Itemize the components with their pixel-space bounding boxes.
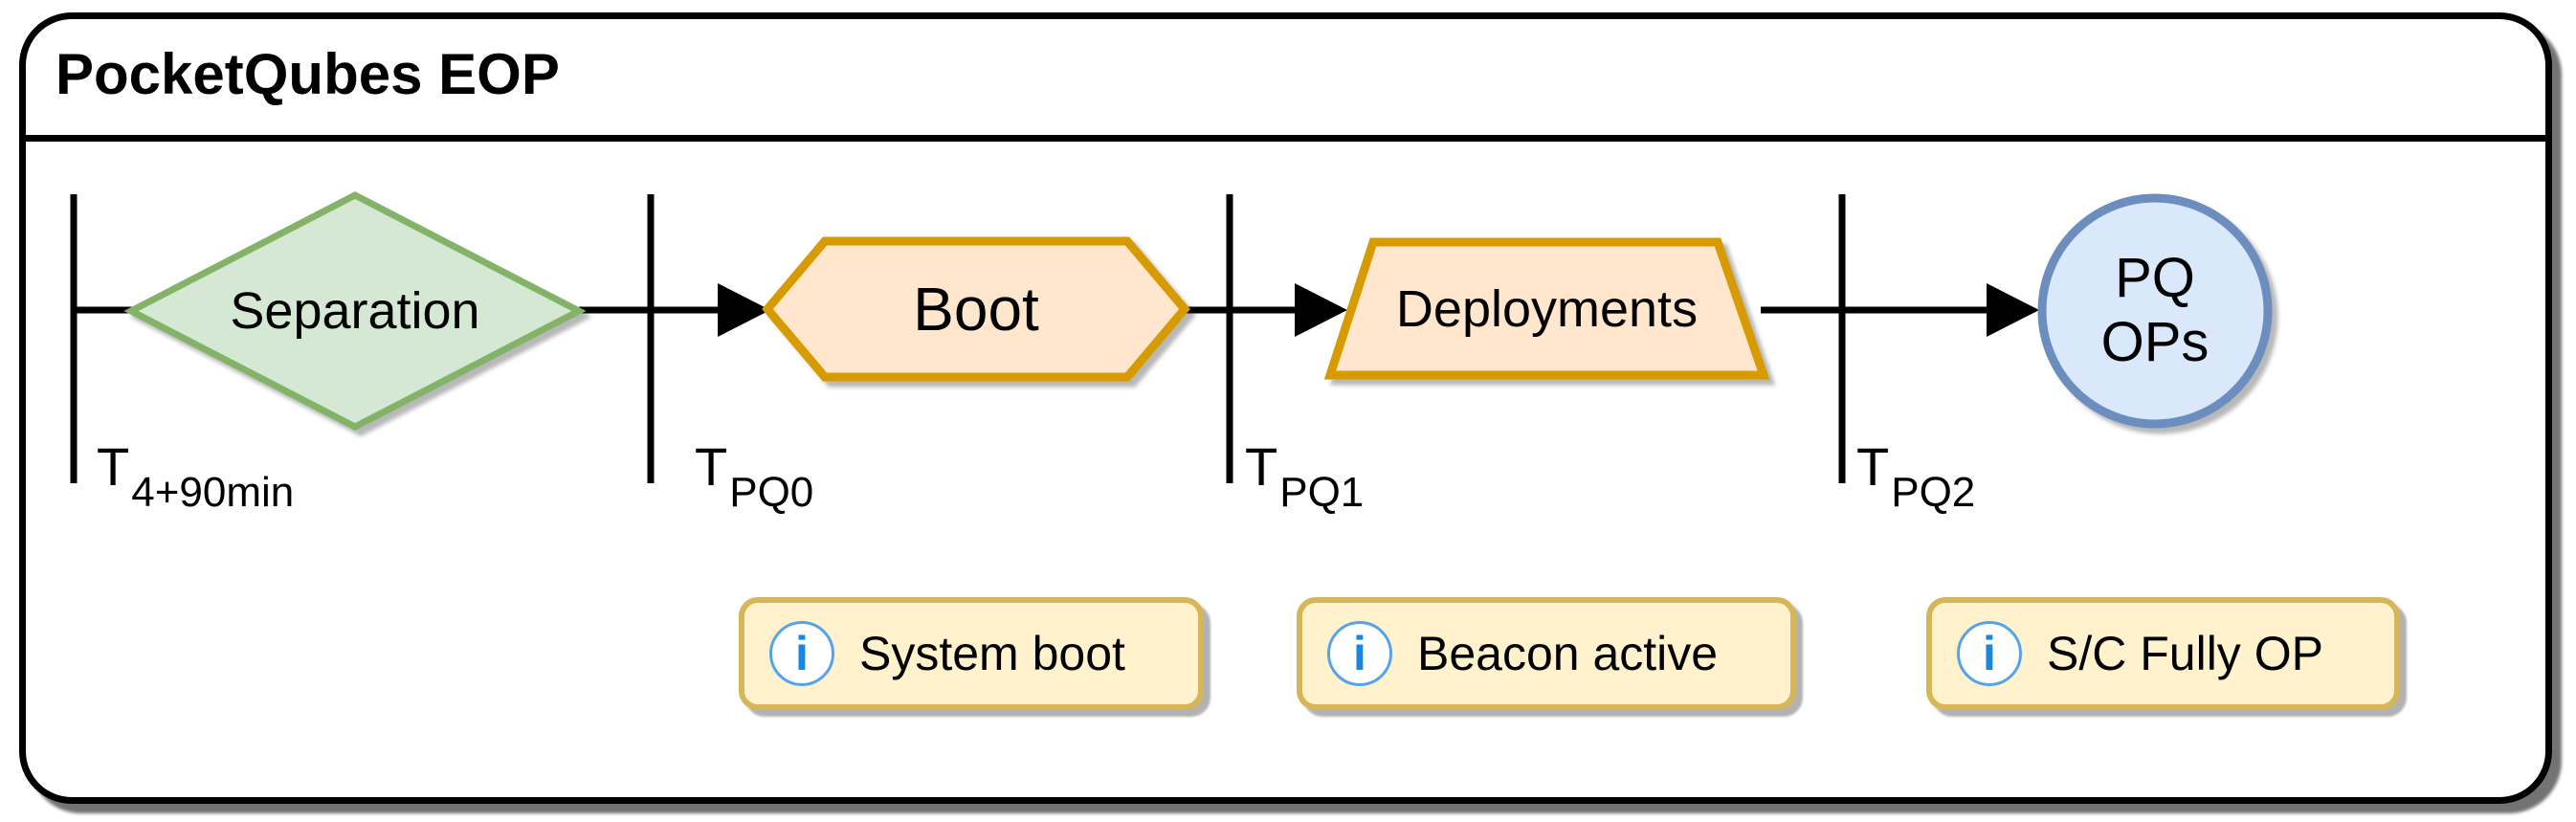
milestone-label-t4-90min: T4+90min: [97, 440, 294, 514]
note-sc-fully-op: i S/C Fully OP: [1926, 597, 2400, 710]
pq-ops-label-line1: PQ: [2115, 247, 2195, 310]
deployments-trapezoid: [1323, 237, 1770, 380]
arrowhead-to-boot: [718, 283, 770, 337]
info-icon: i: [1327, 621, 1392, 686]
pq-ops-label-line2: OPs: [2100, 311, 2210, 373]
title-separator-line: [21, 135, 2551, 142]
diagram-title: PocketQubes EOP: [56, 41, 560, 106]
milestone-subscript: PQ2: [1891, 469, 1976, 516]
milestone-label-tpq1: TPQ1: [1245, 440, 1364, 514]
separation-label: Separation: [230, 282, 480, 340]
info-icon: i: [769, 621, 834, 686]
pq-ops-circle: [2037, 193, 2273, 429]
milestone-symbol: T: [97, 436, 130, 497]
info-icon: i: [1957, 621, 2022, 686]
note-text: S/C Fully OP: [2047, 627, 2323, 680]
milestone-label-tpq0: TPQ0: [695, 440, 813, 514]
milestone-symbol: T: [1245, 436, 1278, 497]
arrowhead-to-deployments: [1295, 283, 1347, 337]
note-text: Beacon active: [1417, 627, 1719, 680]
deployments-label: Deployments: [1395, 279, 1699, 338]
note-text: System boot: [859, 627, 1125, 680]
pq-ops-label: PQ OPs: [2042, 198, 2268, 424]
boot-hexagon: [762, 236, 1190, 382]
arrowhead-to-pqops: [1987, 283, 2039, 337]
note-beacon-active: i Beacon active: [1297, 597, 1796, 710]
titlebar: PocketQubes EOP: [19, 12, 2552, 135]
separation-diamond: [123, 191, 587, 431]
milestone-label-tpq2: TPQ2: [1856, 440, 1975, 514]
milestone-subscript: PQ0: [729, 469, 814, 516]
milestone-symbol: T: [695, 436, 728, 497]
boot-label: Boot: [913, 275, 1039, 344]
milestone-subscript: 4+90min: [131, 469, 295, 516]
milestone-symbol: T: [1856, 436, 1890, 497]
milestone-subscript: PQ1: [1279, 469, 1365, 516]
note-system-boot: i System boot: [739, 597, 1204, 710]
